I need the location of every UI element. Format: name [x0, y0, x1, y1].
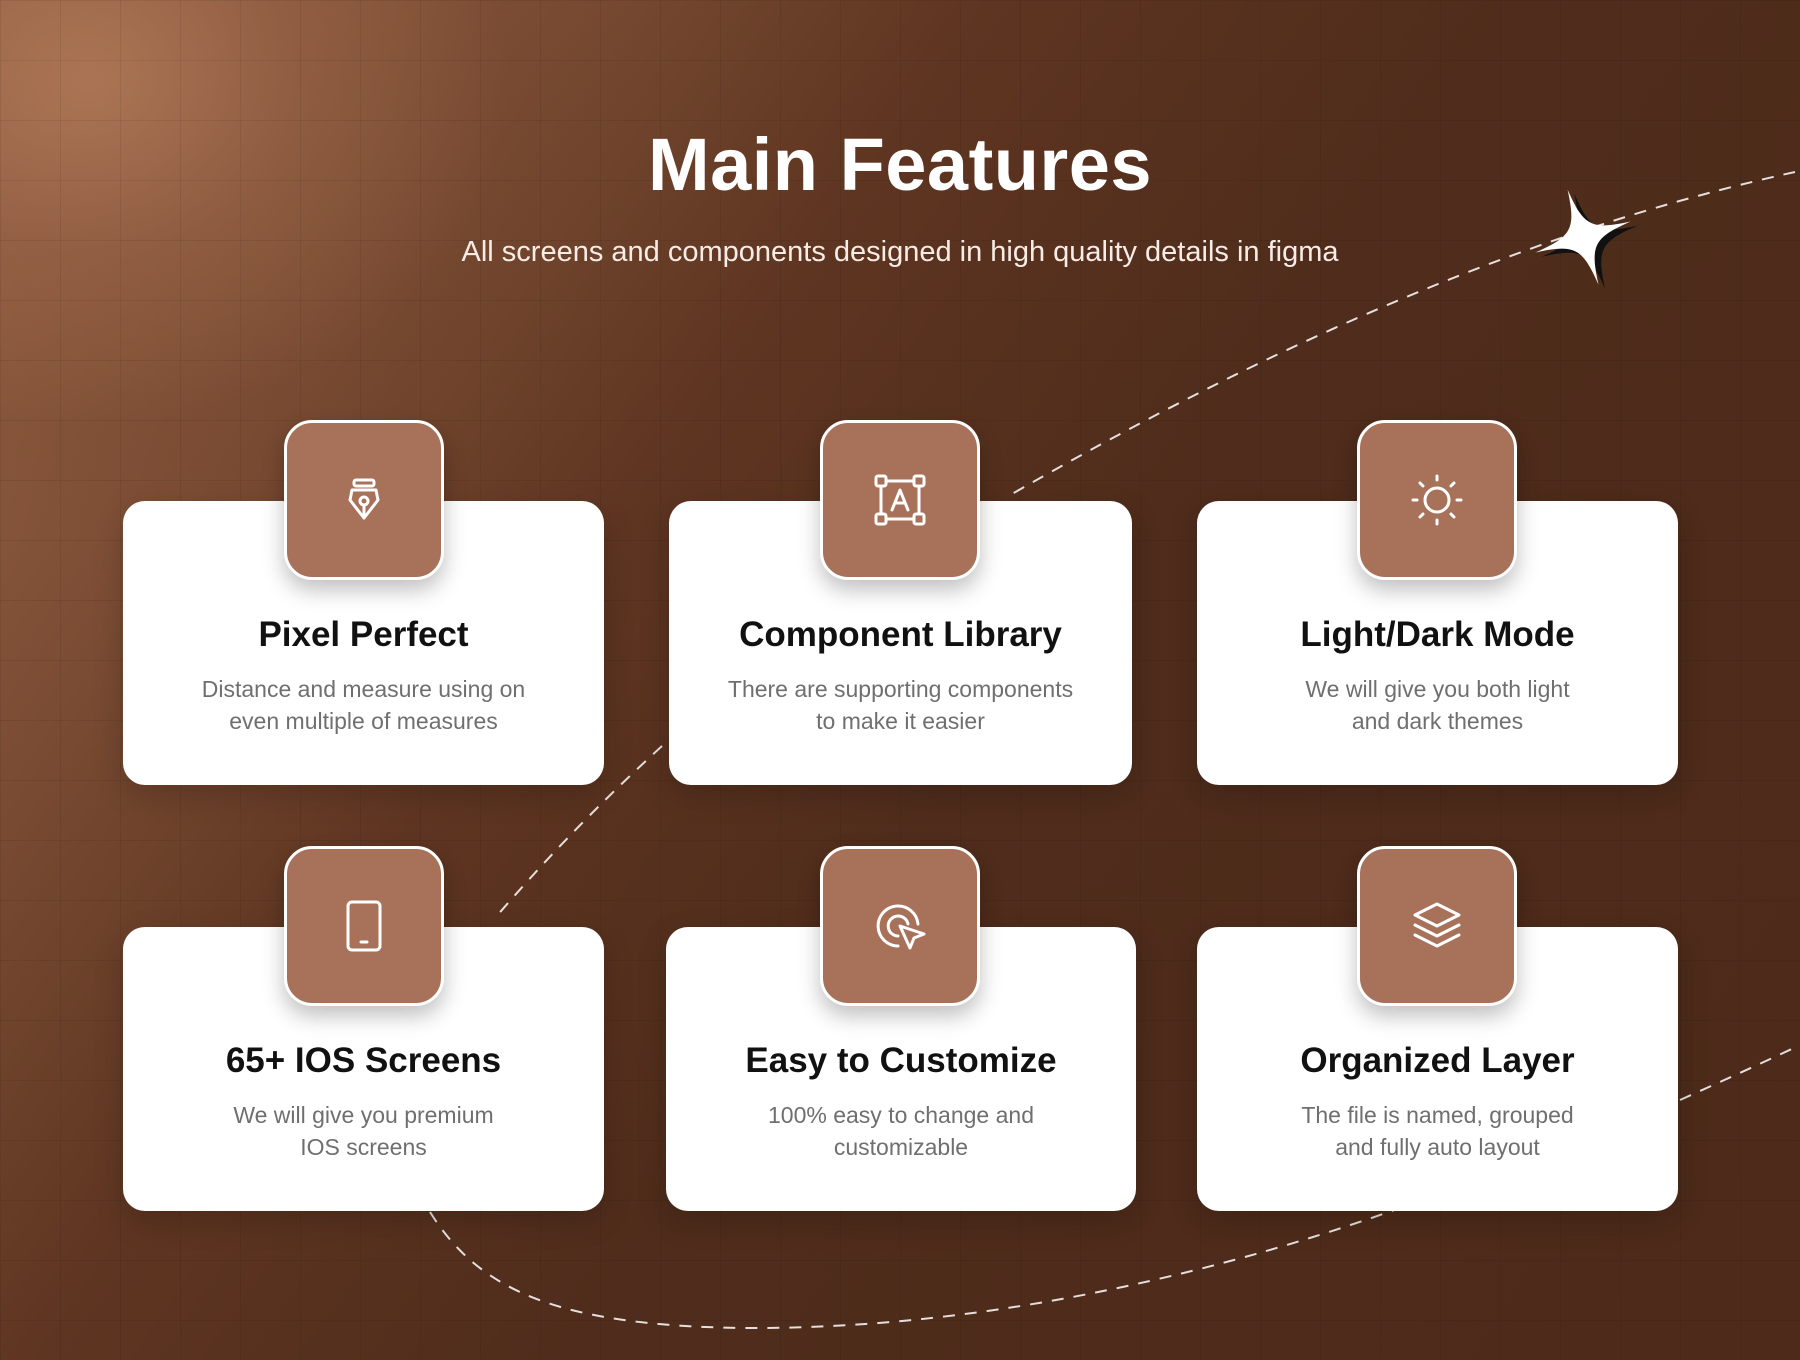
- feature-title: Organized Layer: [1300, 1041, 1575, 1080]
- feature-description: The file is named, grouped and fully aut…: [1301, 1102, 1574, 1160]
- sun-icon: [1411, 474, 1463, 526]
- icon-tile-ios-screens: [284, 846, 444, 1006]
- layers-icon: [1413, 902, 1461, 948]
- icon-tile-light-dark-mode: [1357, 420, 1517, 580]
- feature-title: Component Library: [739, 615, 1062, 654]
- icon-tile-pixel-perfect: [284, 420, 444, 580]
- feature-title: 65+ IOS Screens: [225, 1041, 502, 1080]
- feature-card-component-library: Component Library There are supporting c…: [669, 501, 1132, 785]
- cursor-click-icon: [876, 904, 926, 950]
- page-subtitle: All screens and components designed in h…: [461, 236, 1339, 268]
- feature-description: We will give you premium IOS screens: [233, 1102, 494, 1160]
- icon-tile-component-library: [820, 420, 980, 580]
- feature-title: Pixel Perfect: [258, 615, 469, 654]
- feature-title: Light/Dark Mode: [1300, 615, 1575, 654]
- feature-description: Distance and measure using on even multi…: [201, 676, 526, 734]
- page-title: Main Features: [647, 123, 1153, 206]
- tablet-icon: [346, 900, 382, 952]
- pen-nib-icon: [348, 478, 380, 520]
- icon-tile-organized-layer: [1357, 846, 1517, 1006]
- feature-description: We will give you both light and dark the…: [1305, 676, 1570, 734]
- feature-title: Easy to Customize: [745, 1041, 1057, 1080]
- feature-description: 100% easy to change and customizable: [768, 1102, 1034, 1160]
- feature-description: There are supporting components to make …: [727, 676, 1074, 734]
- component-text-icon: [874, 474, 926, 526]
- icon-tile-easy-to-customize: [820, 846, 980, 1006]
- feature-card-ios-screens: 65+ IOS Screens We will give you premium…: [123, 927, 604, 1211]
